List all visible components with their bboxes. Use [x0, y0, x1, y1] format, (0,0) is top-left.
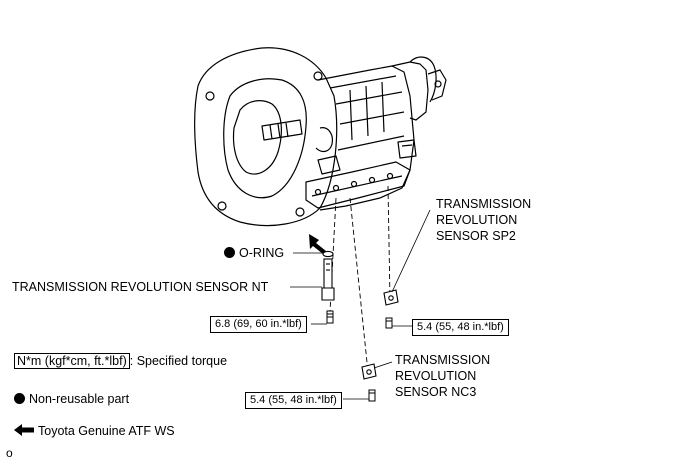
- sensor-sp2-label: TRANSMISSION REVOLUTION SENSOR SP2: [436, 196, 531, 244]
- sensor-center-lines: [329, 185, 391, 373]
- legend-torque: N*m (kgf*cm, ft.*lbf): Specified torque: [14, 353, 228, 369]
- nc3-bolt-icon: [368, 389, 376, 402]
- legend-atf: Toyota Genuine ATF WS: [14, 424, 175, 439]
- sensor-sp2-line-2: REVOLUTION: [436, 213, 518, 227]
- non-reusable-text: Non-reusable part: [29, 392, 130, 406]
- atf-arrow-icon: [14, 424, 34, 436]
- atf-arrow-icon: [309, 234, 326, 254]
- torque-box-sp2: 5.4 (55, 48 in.*lbf): [412, 319, 509, 336]
- sensor-sp2-icon: [383, 289, 399, 306]
- o-ring-label: O-RING: [224, 246, 284, 261]
- sensor-nt-label: TRANSMISSION REVOLUTION SENSOR NT: [12, 280, 269, 294]
- torque-key-box: N*m (kgf*cm, ft.*lbf): [14, 353, 130, 369]
- sensor-nt-icon: [321, 258, 335, 301]
- sensor-nc3-line-2: REVOLUTION: [395, 369, 477, 383]
- o-ring-text: O-RING: [239, 246, 285, 260]
- sensor-nc3-line-3: SENSOR NC3: [395, 385, 477, 399]
- transmission-housing: [194, 47, 447, 227]
- legend-non-reusable: Non-reusable part: [14, 392, 129, 407]
- atf-text: Toyota Genuine ATF WS: [38, 424, 175, 438]
- o-ring-icon: [322, 250, 334, 258]
- sp2-bolt-icon: [385, 317, 393, 329]
- sensor-nc3-icon: [361, 363, 377, 380]
- sensor-sp2-line-1: TRANSMISSION: [436, 197, 532, 211]
- torque-box-nc3: 5.4 (55, 48 in.*lbf): [245, 392, 342, 409]
- torque-box-nt: 6.8 (69, 60 in.*lbf): [210, 316, 307, 333]
- torque-key-desc: : Specified torque: [129, 354, 228, 368]
- sensor-nc3-line-1: TRANSMISSION: [395, 353, 491, 367]
- non-reusable-dot-icon: [224, 247, 235, 258]
- nt-bolt-icon: [326, 310, 334, 324]
- sensor-sp2-line-3: SENSOR SP2: [436, 229, 516, 243]
- sensor-nc3-label: TRANSMISSION REVOLUTION SENSOR NC3: [395, 352, 490, 400]
- non-reusable-dot-icon: [14, 393, 25, 404]
- figure-code: o: [6, 446, 13, 460]
